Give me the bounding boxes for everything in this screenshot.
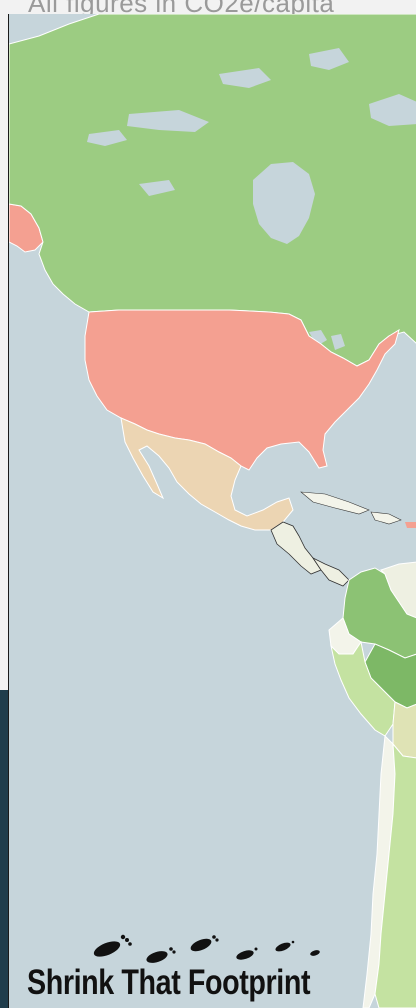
footprints-icon [93, 934, 320, 963]
watermark-logo: Shrink That Footprint [21, 919, 361, 1008]
choropleth-map: Shrink That Footprint [8, 14, 416, 1008]
arctic-channel [127, 110, 209, 132]
title-strip: All figures in CO2e/capita [0, 0, 416, 14]
region-cuba [300, 491, 370, 515]
chart-title-fragment: All figures in CO2e/capita [28, 0, 334, 14]
arctic-channel [87, 130, 127, 146]
region-hispaniola [370, 511, 402, 525]
left-margin-dark [0, 690, 8, 1008]
arctic-channel [309, 48, 349, 70]
great-lakes [331, 334, 345, 350]
region-puerto-rico [405, 522, 416, 528]
region-argentina [374, 742, 416, 1008]
region-panama [311, 556, 350, 587]
great-lakes [309, 330, 327, 346]
left-margin [0, 14, 8, 1008]
arctic-channel [219, 68, 271, 88]
hudson-bay [253, 162, 315, 244]
arctic-channel [369, 94, 416, 126]
map-canvas [9, 14, 416, 1008]
arctic-channel [139, 180, 175, 196]
region-venezuela [380, 561, 416, 619]
brand-name: Shrink That Footprint [27, 963, 311, 1002]
